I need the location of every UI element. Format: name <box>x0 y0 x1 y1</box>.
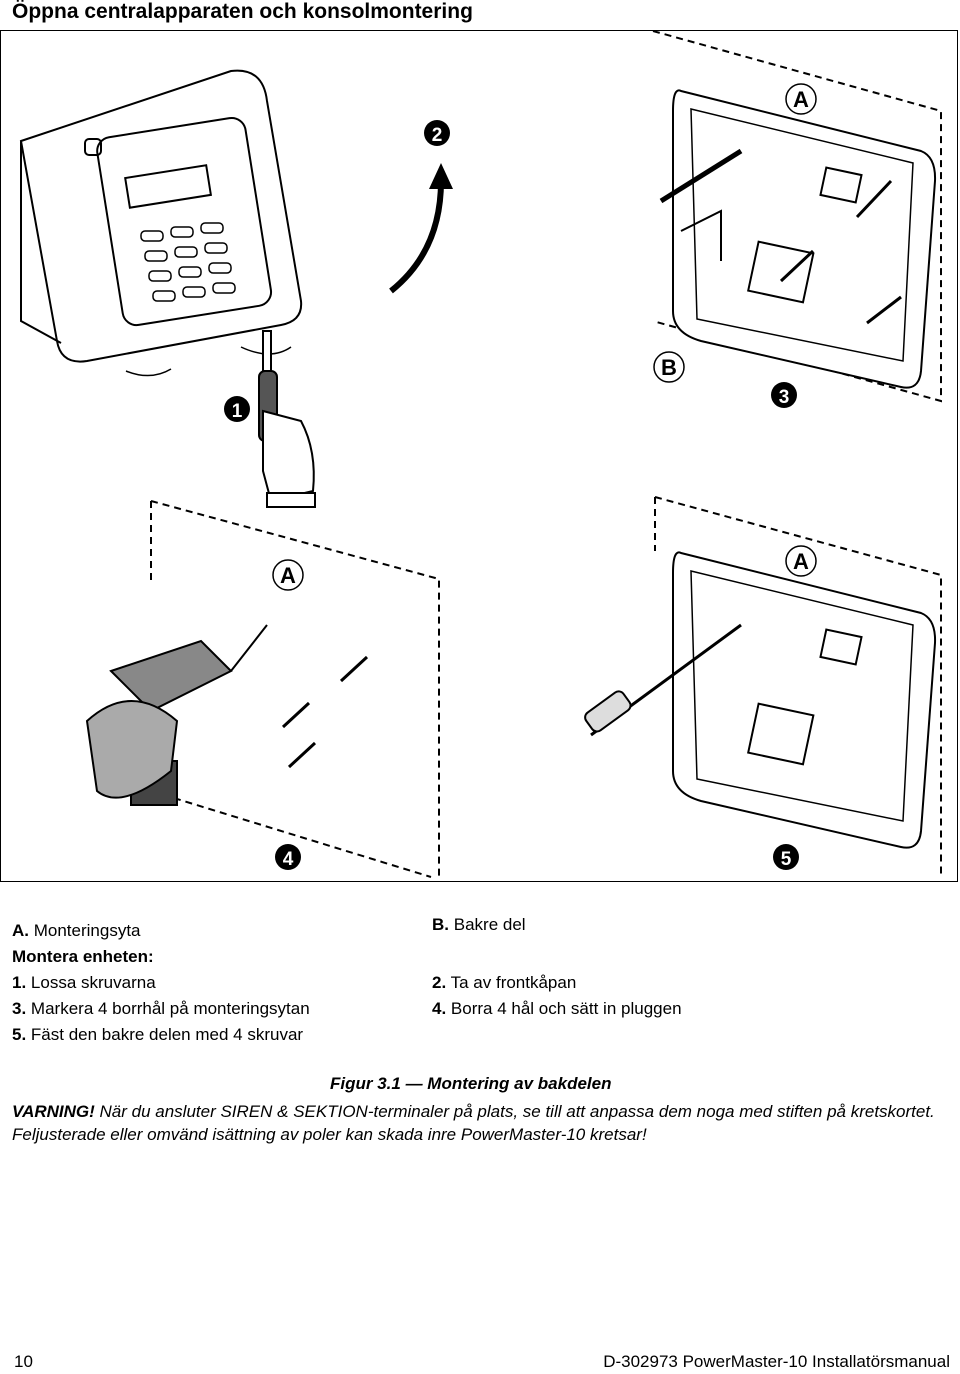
mounting-figure: A B A A 1 2 3 4 <box>0 30 958 882</box>
legend-left: A. Monteringsyta Montera enheten: 1. Los… <box>12 918 310 1048</box>
legend-heading: Montera enheten: <box>12 947 154 966</box>
label-a-drill: A <box>272 559 304 591</box>
step-badge-2: 2 <box>424 120 450 146</box>
warning-text: VARNING! När du ansluter SIREN & SEKTION… <box>12 1102 935 1144</box>
label-b: B <box>653 351 685 383</box>
svg-text:5: 5 <box>781 849 792 870</box>
page-number: 10 <box>14 1352 33 1371</box>
curved-arrow-icon <box>389 180 444 294</box>
back-plate-top-drawing <box>659 89 937 389</box>
legend-item-2: 2. Ta av frontkåpan <box>432 973 577 992</box>
legend-item-b: B. Bakre del <box>432 915 526 934</box>
legend-item-5: 5. Fäst den bakre delen med 4 skruvar <box>12 1025 304 1044</box>
svg-text:A: A <box>793 87 809 112</box>
svg-text:2: 2 <box>432 125 443 146</box>
label-a-top: A <box>785 83 817 115</box>
svg-text:3: 3 <box>779 387 790 408</box>
legend-item-a: A. Monteringsyta <box>12 921 141 940</box>
svg-text:1: 1 <box>232 401 243 422</box>
arrows-drill-drawing <box>281 655 369 769</box>
page-title: Öppna centralapparaten och konsolmonteri… <box>12 0 473 23</box>
legend-item-4: 4. Borra 4 hål och sätt in pluggen <box>432 999 682 1018</box>
figure-caption: Figur 3.1 — Montering av bakdelen <box>330 1074 612 1093</box>
label-a-bottom: A <box>785 545 817 577</box>
warning-label: VARNING! <box>12 1102 95 1121</box>
drill-drawing <box>85 624 268 806</box>
svg-text:A: A <box>793 549 809 574</box>
svg-text:A: A <box>280 563 296 588</box>
footer-doc-title: D-302973 PowerMaster-10 Installatörsmanu… <box>603 1352 950 1371</box>
back-plate-bottom-drawing <box>584 551 937 849</box>
legend-item-1: 1. Lossa skruvarna <box>12 973 156 992</box>
control-panel-drawing <box>19 69 303 377</box>
wall-surface-bottom <box>654 496 942 877</box>
svg-text:B: B <box>661 355 677 380</box>
figure-illustration: A B A A 1 2 3 4 <box>19 31 942 878</box>
step-badge-4: 4 <box>275 844 301 870</box>
step-badge-3: 3 <box>771 382 797 408</box>
legend-item-3: 3. Markera 4 borrhål på monteringsytan <box>12 999 310 1018</box>
arrows-top-drawing <box>779 179 902 325</box>
hand-screwdriver-drawing <box>258 330 316 508</box>
step-badge-1: 1 <box>224 396 250 422</box>
svg-text:4: 4 <box>283 849 294 870</box>
step-badge-5: 5 <box>773 844 799 870</box>
wall-surface-drill <box>150 500 440 878</box>
legend-right: B. Bakre del 2. Ta av frontkåpan 4. Borr… <box>432 912 682 1022</box>
